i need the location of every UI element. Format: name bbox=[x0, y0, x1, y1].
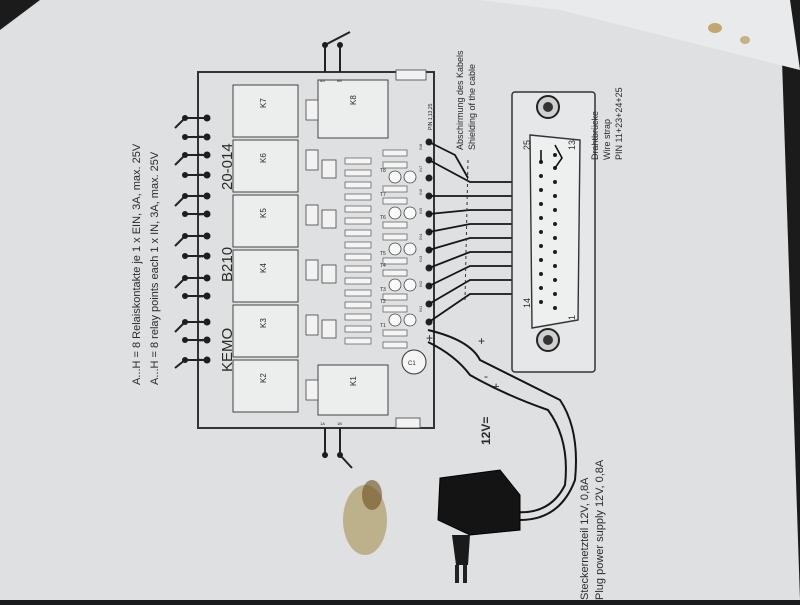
input-label: IN7 bbox=[418, 165, 423, 172]
relay-label: K2 bbox=[259, 373, 268, 383]
input-label: IN2 bbox=[418, 280, 423, 287]
transistor-label: T2 bbox=[380, 299, 386, 305]
strap-note-de: Drahtbrücke bbox=[590, 111, 600, 160]
relay-k3 bbox=[232, 304, 299, 358]
relay-k6 bbox=[232, 139, 299, 193]
relay-k1 bbox=[317, 364, 389, 416]
relay-label: K5 bbox=[259, 208, 268, 218]
input-label: IN8 bbox=[418, 143, 423, 150]
relay-labels: K7 K6 K5 K4 K3 K2 K8 K1 bbox=[259, 95, 358, 386]
relay-note-en: A...H = 8 relay points each 1 x IN, 3A, … bbox=[149, 151, 161, 385]
input-label: IN6 bbox=[418, 188, 423, 195]
input-label: IN1 bbox=[418, 305, 423, 312]
relay-label: K3 bbox=[259, 318, 268, 328]
input-labels: IN1 IN2 IN3 IN4 IN5 IN6 IN7 IN8 bbox=[418, 143, 423, 312]
switch-contact-dot bbox=[337, 452, 343, 458]
input-label: IN5 bbox=[418, 207, 423, 214]
transistor-label: T6 bbox=[380, 215, 386, 221]
psu-note-de: Steckernetzteil 12V, 0,8A bbox=[579, 477, 591, 600]
relay-label: K8 bbox=[349, 95, 358, 105]
shield-note-en: Shielding of the cable bbox=[467, 64, 477, 150]
stain-spot bbox=[708, 23, 722, 33]
relay-label: K4 bbox=[259, 263, 268, 273]
relay-k2 bbox=[232, 359, 299, 413]
stain-spot bbox=[740, 36, 750, 44]
contact-label: 1B bbox=[337, 421, 342, 426]
shield-note-de: Abschirmung des Kabels bbox=[455, 50, 465, 150]
wire-plus-mark: + bbox=[478, 334, 485, 348]
transistor-column bbox=[388, 170, 417, 327]
plug-pin bbox=[455, 565, 459, 583]
relay-note-de: A...H = 8 Relaiskontakte je 1 x EIN, 3A,… bbox=[131, 143, 143, 385]
relay-k8 bbox=[317, 79, 389, 139]
diode-column bbox=[305, 69, 427, 429]
capacitor-c1 bbox=[401, 349, 427, 375]
input-label: IN4 bbox=[418, 233, 423, 240]
relay-k7 bbox=[232, 84, 299, 138]
board-brand: KEMO bbox=[219, 328, 236, 372]
paper-curl bbox=[480, 0, 800, 70]
strap-note-pins: PIN 11+23+24+25 bbox=[614, 87, 624, 160]
relay-k5 bbox=[232, 194, 299, 248]
relay-label: K7 bbox=[259, 98, 268, 108]
connector-pins bbox=[539, 153, 557, 310]
contact-label: 8B bbox=[337, 78, 342, 83]
coffee-stain-dark bbox=[362, 480, 382, 510]
resistor-ladder bbox=[344, 149, 408, 349]
strap-note-en: Wire strap bbox=[602, 119, 612, 160]
cable-shield-line bbox=[464, 159, 469, 301]
switch-contact-dot bbox=[337, 42, 343, 48]
board-model: B210 bbox=[219, 247, 236, 282]
pin-label: 25 bbox=[522, 140, 532, 150]
switch-contact-dot bbox=[322, 42, 328, 48]
transistor-label: T3 bbox=[380, 287, 386, 293]
input-label: IN3 bbox=[418, 255, 423, 262]
wire-strap-link bbox=[540, 144, 563, 169]
relay-label: K6 bbox=[259, 153, 268, 163]
pin-label: 13 bbox=[567, 140, 577, 150]
contact-label: 8A bbox=[320, 78, 325, 83]
board-plus-mark: + bbox=[426, 331, 433, 345]
pin-label: 1 bbox=[567, 315, 577, 320]
dsub-connector bbox=[511, 91, 596, 373]
relay-board-outline bbox=[197, 71, 435, 429]
voltage-plus: + bbox=[489, 383, 503, 390]
board-code: 20-014 bbox=[219, 143, 236, 190]
power-adapter bbox=[437, 469, 521, 583]
mounting-screw-hole bbox=[543, 335, 553, 345]
relay-label: K1 bbox=[349, 376, 358, 386]
switch-contact-dots bbox=[182, 115, 188, 363]
plug-pin bbox=[463, 565, 467, 583]
transistor-label: T8 bbox=[380, 168, 386, 174]
mounting-screw-hole bbox=[543, 102, 553, 112]
voltage-label: 12V= bbox=[479, 417, 493, 445]
transistor-label: T5 bbox=[380, 251, 386, 257]
relay-k4 bbox=[232, 249, 299, 303]
pin-label: 14 bbox=[522, 298, 532, 308]
psu-note-en: Plug power supply 12V, 0,8A bbox=[594, 459, 606, 600]
wire-minus-mark: - bbox=[484, 369, 488, 383]
plug-body bbox=[452, 535, 470, 565]
contact-label: 1A bbox=[320, 421, 325, 426]
power-wires bbox=[427, 329, 577, 521]
connector-pin-labels: 25 13 14 1 bbox=[522, 140, 577, 320]
transistor-label: T4 bbox=[380, 263, 386, 269]
switch-contact-dot bbox=[322, 452, 328, 458]
transistor-labels: T1 T2 T3 T4 T5 T6 T7 T8 bbox=[380, 168, 386, 329]
transistor-label: T1 bbox=[380, 323, 386, 329]
board-pin-label: PIN 1,13,25 bbox=[428, 103, 434, 130]
capacitor-label: C1 bbox=[408, 361, 416, 367]
relay-block-column bbox=[232, 79, 389, 416]
transistor-label: T7 bbox=[380, 192, 386, 198]
